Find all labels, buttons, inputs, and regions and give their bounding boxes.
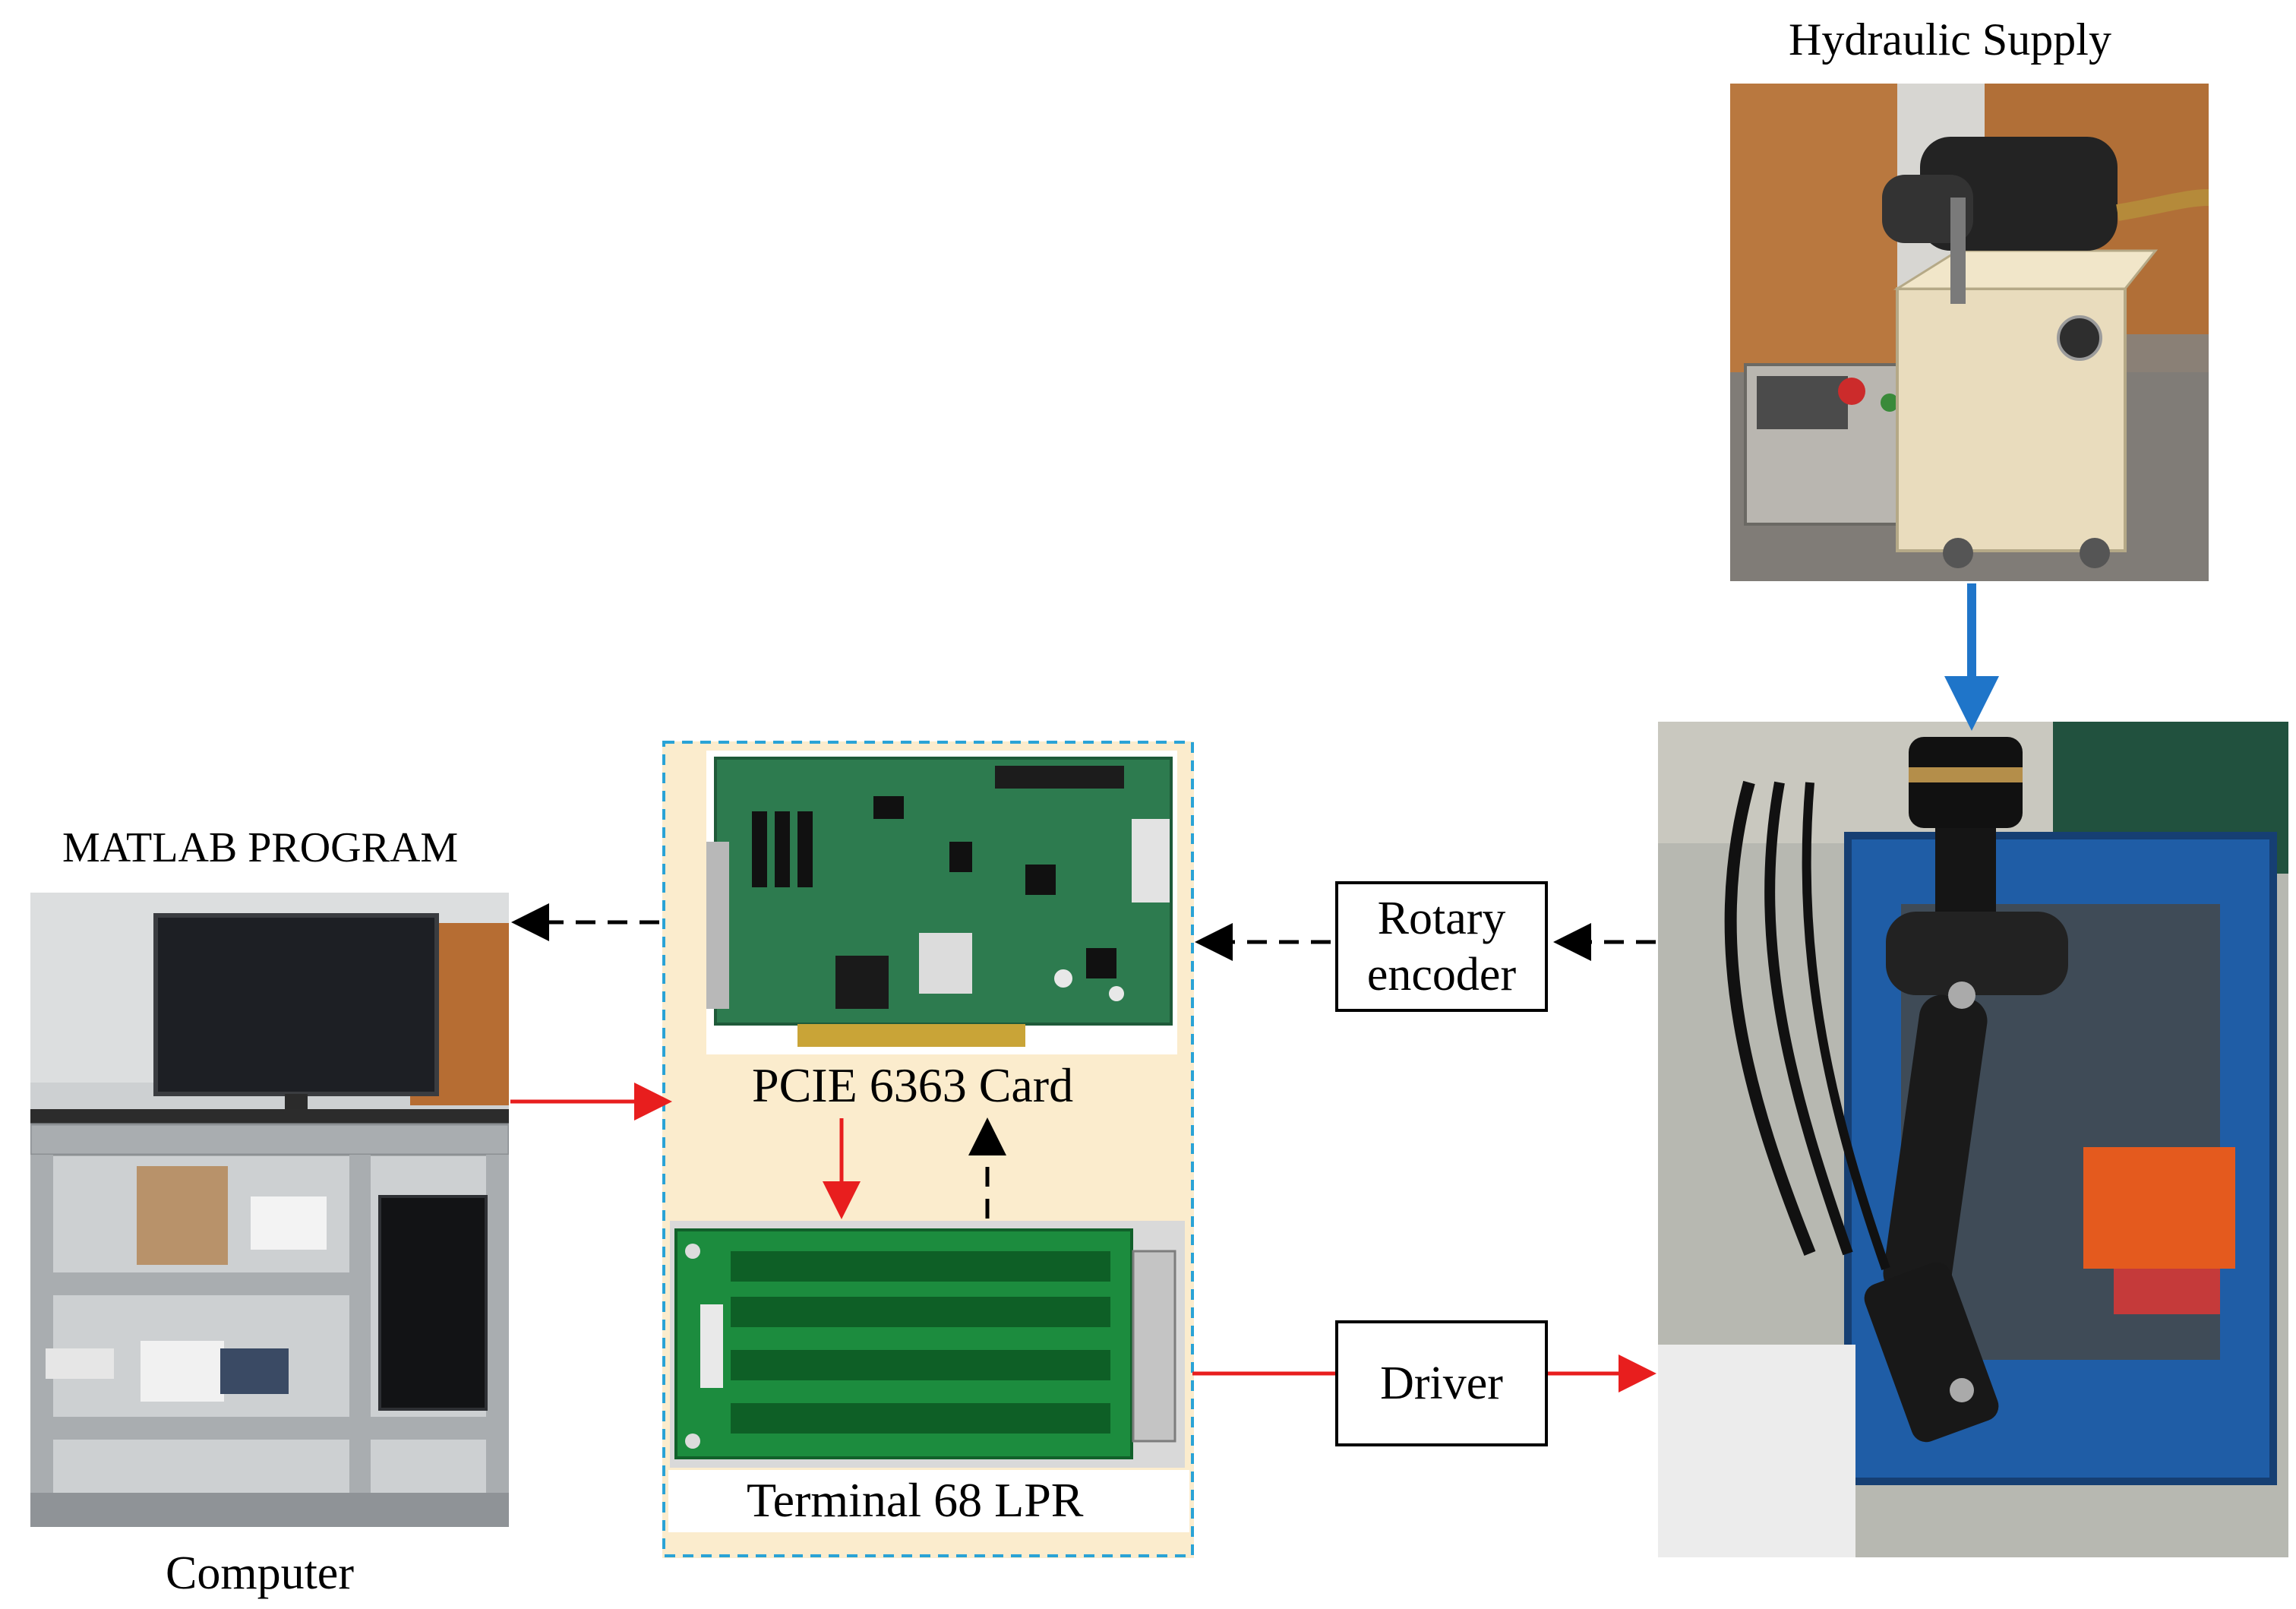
driver-label: Driver: [1380, 1357, 1503, 1409]
hydraulic-supply-label: Hydraulic Supply: [1789, 14, 2111, 65]
rotary-encoder-line1: Rotary: [1377, 892, 1506, 944]
hydraulic-supply-photo: [1730, 84, 2209, 581]
computer-label: Computer: [166, 1547, 354, 1599]
computer-photo: [30, 893, 509, 1527]
test-rig-photo: [1658, 722, 2288, 1557]
driver-box: Driver: [1335, 1320, 1548, 1446]
pcie-card-photo: [706, 751, 1177, 1054]
terminal-label: Terminal 68 LPR: [747, 1473, 1084, 1527]
terminal-label-background: [668, 1470, 1189, 1532]
daq-group-frame: [662, 741, 1194, 1557]
pcie-card-label: PCIE 6363 Card: [752, 1058, 1074, 1112]
terminal-board-photo: [670, 1221, 1185, 1468]
matlab-program-label: MATLAB PROGRAM: [62, 824, 459, 871]
rotary-encoder-box: Rotary encoder: [1335, 881, 1548, 1012]
rotary-encoder-line2: encoder: [1366, 949, 1517, 1000]
